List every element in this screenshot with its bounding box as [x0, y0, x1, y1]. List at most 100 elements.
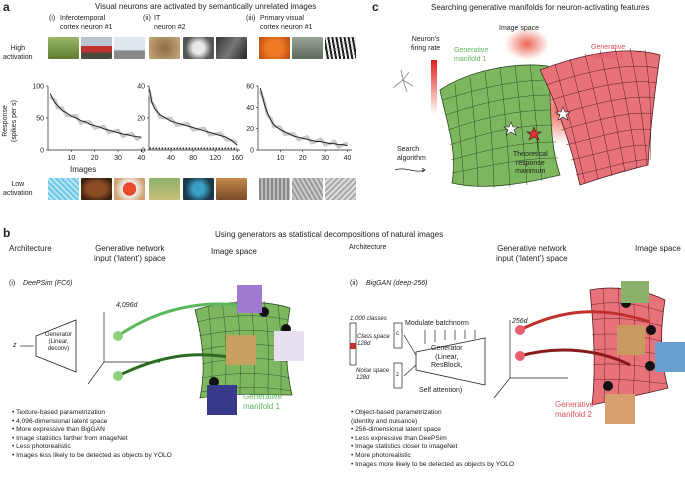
left-generated-image — [207, 385, 237, 415]
left-image-space-header: Image space — [211, 247, 257, 256]
trial-band — [49, 95, 142, 141]
y-tick-label: 60 — [246, 84, 254, 91]
x-tick-label: 10 — [67, 155, 75, 162]
class-vector-active — [350, 343, 356, 349]
modulate-arrows — [403, 330, 476, 377]
left-dim-label: 4,096d — [116, 302, 138, 309]
star-marker — [555, 106, 571, 121]
search-algorithm-label: Search algorithm — [397, 146, 426, 162]
right-image-space-header: Image space — [635, 244, 681, 253]
c-box — [393, 322, 403, 349]
neuron-2-tag: (ii) — [143, 15, 151, 22]
right-latent-point — [515, 351, 525, 361]
left-bullet: Texture-based parametrization — [12, 409, 172, 418]
left-model-name: DeePSim (FC6) — [23, 280, 73, 287]
high-image-3-1 — [259, 37, 290, 59]
right-bullet: Object-based parametrization (identity a… — [351, 409, 514, 426]
left-bullet: Image statistics farther from imageNet — [12, 435, 172, 444]
y-tick-label: 100 — [32, 84, 44, 91]
x-tick-label: 20 — [299, 155, 307, 162]
right-architecture-header: Architecture — [349, 244, 387, 251]
y-tick-label: 0 — [250, 148, 254, 155]
left-architecture-header: Architecture — [9, 244, 52, 253]
neuron-1-name: Inferotemporal cortex neuron #1 — [60, 15, 113, 31]
classes-label: 1,000 classes — [350, 316, 387, 322]
left-latent-point — [113, 331, 123, 341]
x-tick-label: 20 — [91, 155, 99, 162]
left-manifold-label: Generative manifold 1 — [243, 392, 283, 411]
mean-response-line — [49, 93, 142, 138]
right-generator-label: Generator (Linear, ResBlock, — [431, 345, 463, 369]
x-tick-label: 160 — [231, 155, 243, 162]
y-tick-label: 0 — [40, 148, 44, 155]
right-bullet: 256-dimensional latent space — [351, 426, 514, 435]
right-latent-header: Generative network input (‘latent’) spac… — [496, 244, 568, 263]
low-image-1-2 — [81, 178, 112, 200]
left-generated-image — [226, 335, 256, 365]
class-space-label: Class space 128d — [357, 334, 390, 347]
panel-b-title: Using generators as statistical decompos… — [215, 230, 444, 239]
manifold-1-grid — [442, 64, 559, 189]
right-bullet: More photorealistic — [351, 452, 514, 461]
image-space-label: Image space — [499, 25, 540, 32]
left-bullets: Texture-based parametrization 4,096-dime… — [12, 409, 172, 461]
panel-b-letter: b — [3, 226, 11, 240]
right-generated-image — [605, 394, 635, 424]
neuron-3-name: Primary visual cortex neuron #1 — [260, 15, 313, 31]
right-bullet: Less expressive than DeePSim — [351, 435, 514, 444]
high-image-1-1 — [48, 37, 79, 59]
activation-blob — [505, 28, 549, 60]
high-image-2-1 — [149, 37, 180, 59]
right-image-point — [645, 361, 655, 371]
right-image-point — [603, 381, 613, 391]
right-dim-label: 256d — [512, 318, 528, 325]
x-tick-label: 80 — [189, 155, 197, 162]
neuron-icon — [392, 69, 414, 93]
neuron-3-tag: (iii) — [246, 15, 256, 22]
left-generator-box — [35, 319, 77, 373]
panel-a-letter: a — [3, 0, 10, 14]
right-generated-image — [621, 281, 649, 303]
left-latent-header: Generative network input (‘latent’) spac… — [94, 244, 166, 263]
max-pointer — [536, 138, 539, 151]
firing-rate-bar — [431, 60, 437, 115]
c-label: c — [396, 331, 399, 337]
low-image-3-2 — [292, 178, 323, 200]
row-high-label: High activation — [3, 45, 33, 61]
images-xlabel: Images — [70, 165, 97, 174]
right-bullet: Image statistics closer to imageNet — [351, 443, 514, 452]
panel-c-title: Searching generative manifolds for neuro… — [431, 3, 650, 12]
left-bullet: More expressive than BigGAN — [12, 426, 172, 435]
low-image-3-1 — [259, 178, 290, 200]
low-image-1-1 — [48, 178, 79, 200]
right-bullets: Object-based parametrization (identity a… — [351, 409, 514, 469]
low-image-3-3 — [325, 178, 356, 200]
star-marker — [526, 126, 542, 141]
right-latent-axes — [493, 320, 568, 399]
right-generator-box — [415, 337, 486, 386]
left-image-point — [209, 377, 219, 387]
neuron-1-tag: (i) — [49, 15, 56, 22]
high-image-2-3 — [216, 37, 247, 59]
left-generated-image — [274, 331, 304, 361]
left-bullet: 4,096-dimensional latent space — [12, 418, 172, 427]
y-tick-label: 20 — [246, 126, 254, 133]
y-tick-label: 40 — [246, 105, 254, 112]
z-box — [393, 362, 403, 389]
y-tick-label: 20 — [137, 116, 145, 123]
high-image-2-2 — [183, 37, 214, 59]
right-model-name: BigGAN (deep-256) — [366, 280, 428, 287]
right-latent-curve-1 — [519, 310, 651, 332]
search-arrow — [394, 167, 426, 173]
right-latent-curve-2 — [519, 348, 631, 367]
left-latent-point — [113, 371, 123, 381]
x-tick-label: 120 — [209, 155, 221, 162]
self-attention-label: Self attention) — [419, 387, 463, 394]
manifold-1-label: Generative manifold 1 — [454, 47, 489, 63]
left-generated-image — [237, 285, 262, 313]
left-generator-label: Generator (Linear, deconv) — [45, 332, 73, 352]
left-model-tag: (i) — [9, 280, 16, 287]
right-image-point — [646, 325, 656, 335]
star-marker — [503, 121, 519, 136]
